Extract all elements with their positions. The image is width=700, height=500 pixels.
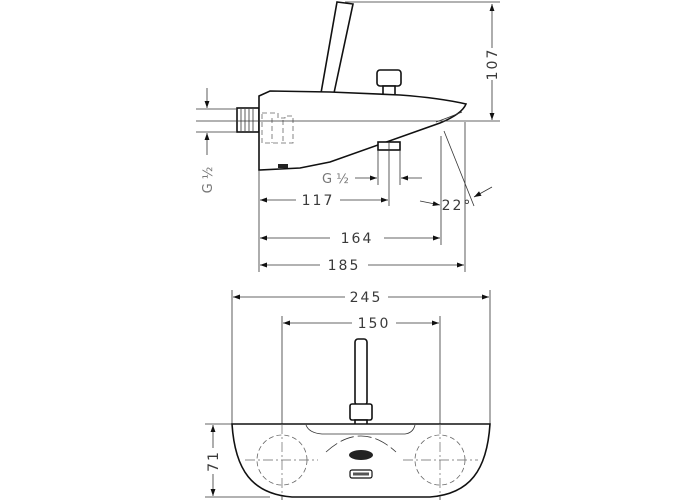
inlet-connector — [236, 107, 260, 133]
dim-inlet-thread: G ½ — [201, 167, 216, 194]
dim-164: 164 — [341, 231, 374, 247]
front-view: 245 150 71 — [205, 290, 491, 500]
mixer-body-front — [231, 423, 491, 498]
thread-lines — [240, 109, 254, 131]
lever-handle — [320, 1, 354, 94]
lever-base — [349, 403, 373, 421]
hidden-cartridge — [261, 112, 294, 144]
dim-245: 245 — [350, 290, 383, 306]
logo-oval — [349, 450, 373, 460]
dim-117: 117 — [302, 193, 335, 209]
diverter-knob — [376, 69, 402, 87]
surface-contour — [325, 435, 397, 453]
extension-lines — [258, 122, 475, 272]
dim-angle-22: 22° — [442, 198, 473, 214]
side-view: 107 G ½ G ½ 117 22° 164 185 — [196, 1, 501, 274]
dim-185: 185 — [328, 258, 361, 274]
aerator-slot — [278, 164, 288, 168]
dim-height-107: 107 — [485, 48, 501, 81]
mixer-body — [258, 90, 468, 171]
top-recess — [305, 424, 416, 435]
dim-outlet-thread: G ½ — [322, 172, 349, 187]
dim-150: 150 — [358, 316, 391, 332]
lever-front — [354, 338, 368, 406]
dim-71: 71 — [206, 450, 222, 472]
